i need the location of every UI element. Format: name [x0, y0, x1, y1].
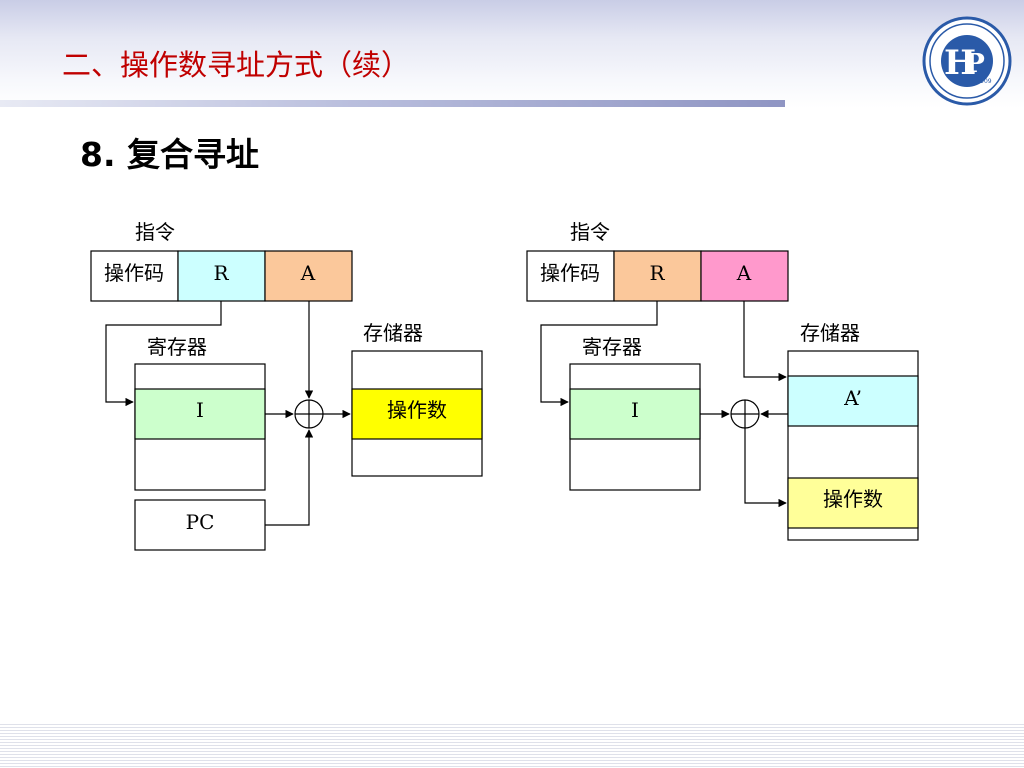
left-pc-register	[134, 499, 266, 551]
right-memory-label: 存储器	[800, 321, 860, 345]
section-heading: 8. 复合寻址	[80, 135, 259, 174]
right-diagram: 指令 操作码 R A 寄存器 I 存储器 A’ 操作数	[526, 220, 919, 541]
right-a-label: A	[736, 261, 752, 285]
slide-title: 二、操作数寻址方式（续）	[62, 48, 411, 82]
left-register-i-label: I	[196, 398, 204, 422]
left-register-i	[134, 388, 266, 440]
left-r-label: R	[213, 261, 229, 285]
left-memory-label: 存储器	[363, 321, 423, 345]
right-register-i	[569, 388, 701, 440]
right-adder-to-operand-arrow	[744, 428, 787, 508]
right-memory-pointer	[787, 375, 919, 427]
right-opcode-label: 操作码	[540, 261, 600, 285]
left-a-label: A	[300, 261, 316, 285]
right-instruction-label: 指令	[570, 220, 610, 244]
left-instruction-label: 指令	[135, 220, 175, 244]
right-r-field	[613, 250, 702, 302]
right-arrows	[540, 301, 788, 508]
left-memory-operand	[351, 388, 483, 440]
right-a-field	[700, 250, 789, 302]
right-r-label: R	[649, 261, 665, 285]
right-pointer-label: A’	[843, 386, 862, 410]
left-adder-icon	[294, 399, 324, 429]
svg-text:P: P	[965, 49, 985, 79]
left-pc-to-adder-arrow	[265, 429, 314, 526]
left-r-to-register-arrow	[105, 301, 222, 407]
right-register-label: 寄存器	[582, 335, 642, 359]
right-opcode-field	[526, 250, 615, 302]
left-diagram: 指令 操作码 R A 寄存器 I PC 存储器 操作数	[90, 220, 483, 551]
right-adder-icon	[730, 399, 760, 429]
right-a-to-pointer-arrow	[743, 301, 787, 382]
left-register-label: 寄存器	[147, 335, 207, 359]
left-opcode-field	[90, 250, 179, 302]
university-logo-icon: H P 1909	[922, 16, 1012, 106]
logo-year: 1909	[976, 78, 991, 85]
header-band	[0, 0, 1024, 108]
left-arrows	[105, 301, 351, 526]
right-operand-label: 操作数	[823, 487, 883, 511]
right-memory-operand	[787, 477, 919, 529]
left-opcode-label: 操作码	[104, 261, 164, 285]
left-operand-label: 操作数	[387, 398, 447, 422]
right-register-i-label: I	[631, 398, 639, 422]
right-r-to-register-arrow	[540, 301, 658, 407]
footer-band	[0, 724, 1024, 768]
left-a-field	[264, 250, 353, 302]
svg-text:H: H	[944, 43, 976, 83]
left-pc-label: PC	[186, 510, 215, 534]
header-divider	[0, 100, 785, 107]
